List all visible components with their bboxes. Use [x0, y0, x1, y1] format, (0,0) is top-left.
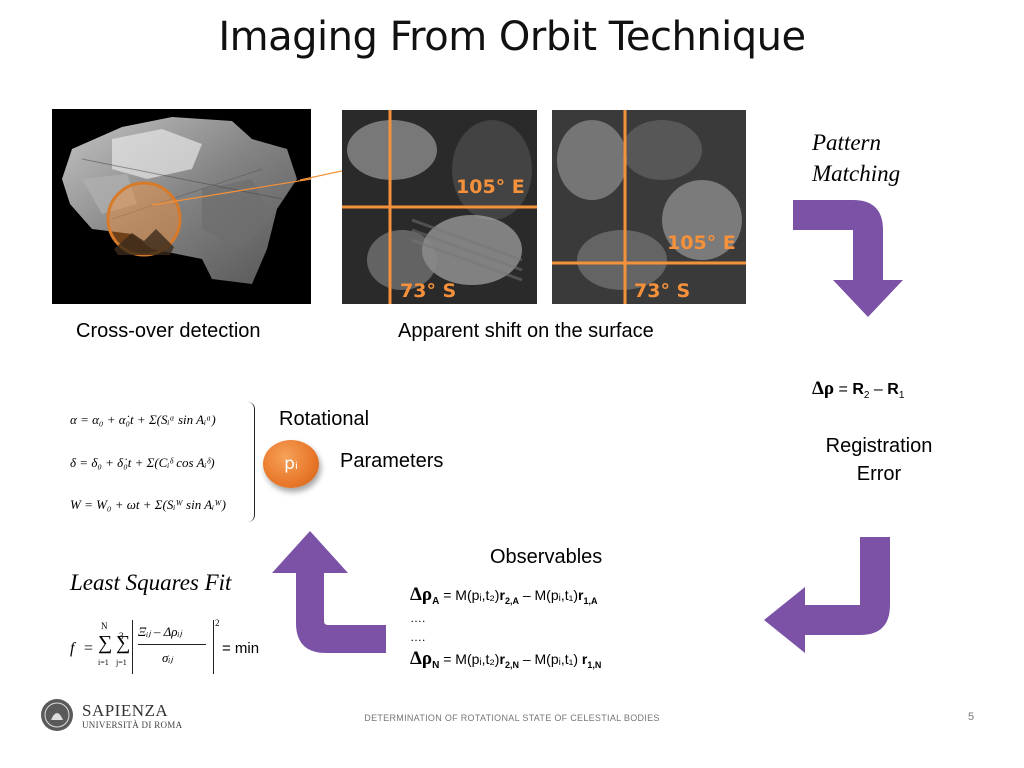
panel2-lat: 73° S: [634, 280, 691, 302]
sapienza-logo: SAPIENZA UNIVERSITÀ DI ROMA: [40, 698, 240, 736]
mosaic-svg: [62, 117, 311, 284]
sum-symbol-2: ∑: [116, 632, 131, 654]
bracket: [132, 620, 214, 674]
observable-dots-1: ….: [410, 611, 426, 625]
least-squares-label: Least Squares Fit: [70, 570, 232, 595]
fraction-bar: [138, 644, 206, 645]
sum-symbol-1: ∑: [98, 632, 113, 654]
registration-error-label: Registration Error: [825, 435, 933, 485]
parameters-label: Parameters: [340, 450, 444, 472]
observable-dots-2: ….: [410, 630, 426, 644]
slide-title: Imaging From Orbit Technique: [218, 14, 806, 60]
equation-brace: [248, 402, 255, 522]
observables-label: Observables: [490, 546, 603, 568]
mosaic-image: [52, 109, 311, 304]
logo-name: SAPIENZA: [82, 701, 169, 720]
panel1-lon: 105° E: [456, 176, 525, 198]
page-number: 5: [968, 711, 975, 723]
equation-delta: δ = δ₀ + δ̇₀t + Σ(Cᵢᵟ cos Aᵢᵟ): [70, 455, 215, 470]
surface-image-2: 105° E 73° S: [552, 110, 746, 304]
surface-texture-1: [342, 110, 537, 304]
surface-image-1: 105° E 73° S: [342, 110, 537, 304]
delta-rho-equation: Δρ = R2 – R1: [812, 378, 905, 402]
observable-line-a: ΔρA = M(pᵢ,t₂)r2,A – M(pᵢ,t₁)r1,A: [410, 584, 598, 607]
rotation-model-equations: α = α₀ + α̇₀t + Σ(Sᵢᵅ sin Aᵢᵅ) δ = δ₀ + …: [70, 402, 255, 522]
caption-crossover: Cross-over detection: [76, 320, 261, 342]
pattern-matching-label: Pattern Matching: [812, 130, 901, 186]
seal-icon: [41, 699, 73, 731]
equation-alpha: α = α₀ + α̇₀t + Σ(Sᵢᵅ sin Aᵢᵅ): [70, 412, 216, 427]
observable-line-n: ΔρN = M(pᵢ,t₂)r2,N – M(pᵢ,t₁) r1,N: [410, 648, 602, 671]
equation-w: W = W₀ + ωt + Σ(Sᵢᵂ sin Aᵢᵂ): [70, 497, 226, 512]
panel1-lat: 73° S: [400, 280, 457, 302]
footer-text: DETERMINATION OF ROTATIONAL STATE OF CEL…: [364, 713, 660, 723]
pi-circle: pᵢ: [263, 440, 319, 488]
pi-label: pᵢ: [284, 454, 298, 474]
arrow-down-left: [764, 537, 890, 653]
surface-texture-2: [552, 110, 746, 304]
arrow-up: [272, 531, 386, 653]
panel2-lon: 105° E: [667, 232, 736, 254]
arrow-down-right: [793, 200, 903, 317]
logo-subtitle: UNIVERSITÀ DI ROMA: [82, 720, 183, 730]
caption-shift: Apparent shift on the surface: [398, 320, 654, 342]
least-squares-formula: f = N ∑ i=1 3 ∑ j=1 Ξᵢⱼ – Δρᵢⱼ σᵢⱼ 2 = m…: [70, 618, 270, 680]
rotational-label: Rotational: [279, 408, 370, 430]
